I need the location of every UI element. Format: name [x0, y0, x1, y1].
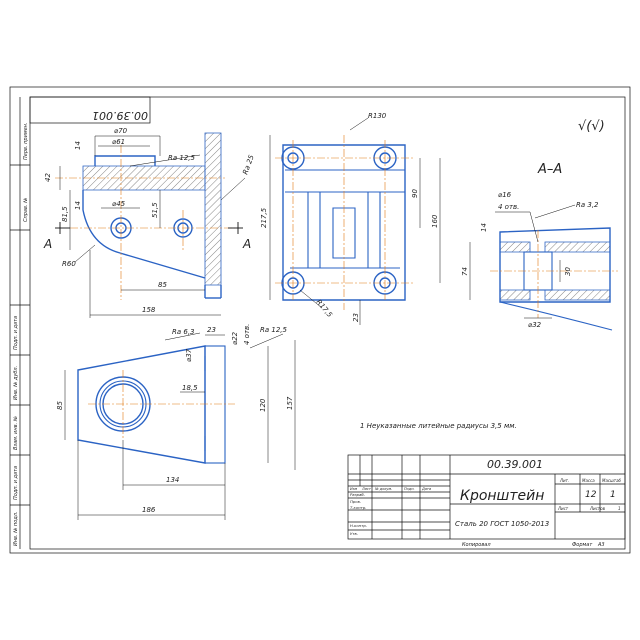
- section-view: [490, 227, 618, 331]
- tb-part-name: Кронштейн: [460, 488, 544, 504]
- dim-ra125-top: Ra 12,5: [260, 326, 288, 334]
- dim-ra125-front: Ra 12,5: [168, 154, 196, 162]
- dim-v120: 120: [259, 398, 267, 412]
- side-view-dims: R130 217,5 90 160 R17,5 23: [260, 112, 441, 325]
- tb-lit-header: Лит.: [559, 478, 569, 483]
- dim-v90: 90: [411, 189, 419, 198]
- dim-v14: 14: [74, 141, 82, 150]
- designation-rotated: 00.39.001: [92, 109, 148, 122]
- dim-v14b: 14: [74, 201, 82, 210]
- section-mark-right: А: [242, 237, 251, 251]
- dim-v815: 81,5: [61, 206, 69, 222]
- tb-row-utv: Утв.: [350, 531, 358, 536]
- dim-v515: 51,5: [151, 202, 159, 218]
- strip-label: Подп. и дата: [13, 316, 19, 350]
- side-view: [275, 135, 415, 310]
- strip-label: Подп. и дата: [13, 466, 19, 500]
- dim-d32: ⌀32: [528, 321, 542, 329]
- strip-label: Взам. инв. №: [13, 416, 19, 450]
- tb-col-doc: № докум.: [374, 487, 392, 491]
- tb-row-prov: Пров.: [350, 499, 361, 504]
- dim-h134: 134: [166, 476, 179, 484]
- strip-label: Инв. № подл.: [13, 512, 19, 547]
- dim-d37: ⌀37: [185, 348, 193, 362]
- dim-d61: ⌀61: [112, 138, 125, 146]
- tb-col-date: Дата: [421, 487, 431, 491]
- dim-v42: 42: [44, 173, 52, 182]
- tb-row-razrab: Разраб.: [350, 492, 365, 497]
- format-label: Формат: [572, 542, 593, 548]
- tb-mass-header: Масса: [582, 478, 595, 483]
- dim-ra63: Ra 6,3: [172, 328, 195, 336]
- dim-v157: 157: [286, 396, 294, 410]
- tb-col-izm: Изм: [350, 487, 357, 491]
- dim-h186: 186: [142, 506, 156, 514]
- dim-d70: ⌀70: [114, 127, 128, 135]
- format-value: А3: [597, 542, 605, 548]
- strip-label: Справ. №: [23, 198, 29, 222]
- dim-v85-top: 85: [56, 401, 64, 410]
- dim-v185: 18,5: [182, 384, 198, 392]
- dim-four-holes-top: 4 отв.: [243, 324, 251, 345]
- tb-sheets-label: Листов: [589, 506, 606, 511]
- dim-v74: 74: [461, 267, 469, 276]
- tb-col-list: Лист: [361, 487, 372, 491]
- dim-ra25: Ra 25: [241, 153, 256, 175]
- tb-row-tkontr: Т.контр.: [350, 505, 366, 510]
- dim-d45: ⌀45: [112, 200, 126, 208]
- front-view-dims: ⌀70 ⌀61 Ra 12,5 Ra 25 ⌀45 14 42 14 81,5 …: [44, 127, 256, 318]
- tb-material: Сталь 20 ГОСТ 1050-2013: [455, 520, 549, 528]
- dim-r175: R17,5: [314, 298, 334, 319]
- tb-row-nkontr: Н.контр.: [350, 523, 367, 528]
- dim-four-holes-section: 4 отв.: [498, 203, 519, 211]
- front-view: [55, 132, 235, 300]
- dim-v2175: 217,5: [260, 207, 268, 228]
- section-mark-left: А: [43, 237, 52, 251]
- copied-label: Копировал: [462, 542, 491, 548]
- left-strip: Перв. примен. Справ. № Подп. и дата Инв.…: [10, 97, 30, 549]
- tb-mass: 12: [585, 490, 597, 500]
- strip-label: Инв. № дубл.: [13, 366, 19, 400]
- dim-v14-section: 14: [480, 223, 488, 232]
- dim-v160: 160: [431, 214, 439, 228]
- section-title: А–А: [537, 162, 562, 177]
- general-surface-finish: √(√): [578, 119, 605, 134]
- dim-v30: 30: [564, 267, 572, 276]
- tb-sheet-label: Лист: [557, 506, 569, 511]
- dim-d16: ⌀16: [498, 191, 512, 199]
- section-view-dims: ⌀16 4 отв. Ra 3,2 14 74 30 ⌀32: [461, 191, 599, 329]
- top-view: [77, 345, 235, 464]
- title-block: Изм Лист № докум. Подп. Дата Разраб. Про…: [347, 454, 626, 540]
- tb-scale: 1: [610, 490, 616, 500]
- tb-sheets-value: 1: [618, 506, 621, 511]
- designation-box-rotated: [29, 96, 151, 124]
- dim-r60: R60: [62, 260, 76, 268]
- dim-h158: 158: [142, 306, 156, 314]
- dim-d22: ⌀22: [231, 331, 239, 345]
- dim-ra32: Ra 3,2: [576, 201, 599, 209]
- dim-v23-top: 23: [207, 326, 216, 334]
- dim-r130: R130: [368, 112, 387, 120]
- inner-frame: [29, 96, 626, 550]
- technical-note: 1 Неуказанные литейные радиусы 3,5 мм.: [360, 422, 517, 430]
- outer-frame: [9, 86, 631, 554]
- section-marks: А А: [43, 222, 251, 251]
- top-view-dims: Ra 6,3 23 ⌀22 4 отв. Ra 12,5 ⌀37 18,5 85…: [56, 324, 296, 520]
- tb-col-sign: Подп.: [404, 487, 415, 491]
- tb-scale-header: Масштаб: [602, 478, 622, 483]
- tb-designation: 00.39.001: [487, 458, 543, 471]
- strip-label: Перв. примен.: [23, 122, 29, 160]
- dim-v23-side: 23: [352, 313, 360, 322]
- dim-h85: 85: [158, 281, 167, 289]
